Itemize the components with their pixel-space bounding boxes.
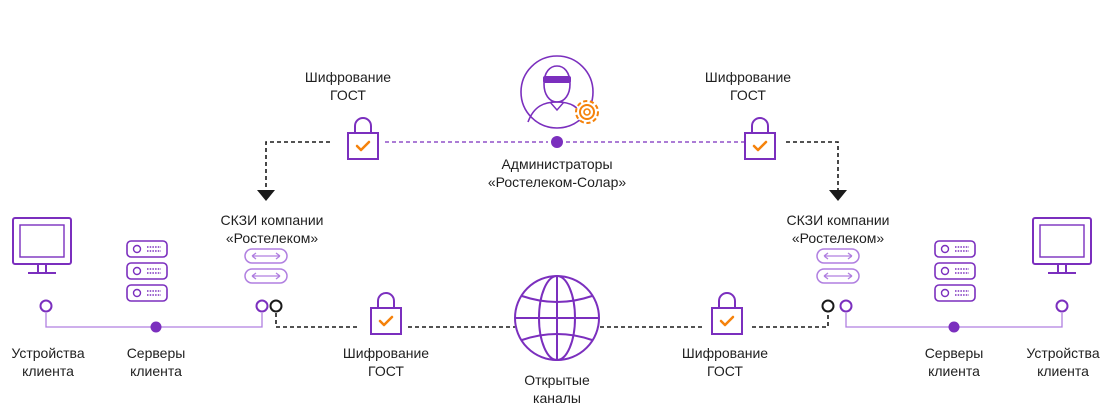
local-network-right — [839, 299, 1069, 333]
servers-label-right: Серверы клиента — [924, 345, 984, 379]
skzi-feed-right — [786, 141, 847, 201]
skzi-feed-left — [257, 141, 330, 201]
gear-icon — [575, 100, 599, 124]
arrows-left-right-icon — [816, 248, 860, 264]
encryption-label-top-left: Шифрование ГОСТ — [304, 69, 392, 103]
servers-label-left: Серверы клиента — [126, 345, 186, 379]
encryption-label-bottom-right: Шифрование ГОСТ — [681, 345, 769, 379]
devices-label-right: Устройства клиента — [1026, 345, 1100, 379]
arrows-left-right-icon — [244, 248, 288, 264]
lock-check-icon — [710, 291, 744, 336]
server-icon — [934, 240, 976, 302]
skzi-label-left: СКЗИ компании «Ростелеком» — [220, 212, 324, 246]
lock-check-icon — [369, 291, 403, 336]
encryption-label-top-right: Шифрование ГОСТ — [704, 69, 792, 103]
arrow-down-icon — [829, 190, 847, 201]
skzi-right-icon — [816, 248, 860, 284]
local-network-left — [39, 299, 269, 333]
arrow-down-icon — [257, 190, 275, 201]
server-icon — [126, 240, 168, 302]
skzi-label-right: СКЗИ компании «Ростелеком» — [786, 212, 890, 246]
skzi-left-icon — [244, 248, 288, 284]
admins-label: Администраторы «Ростелеком-Солар» — [487, 156, 627, 190]
open-channels-label: Открытые каналы — [524, 372, 590, 406]
arrows-left-right-icon — [244, 268, 288, 284]
lock-check-icon — [743, 116, 777, 161]
admin-hub-dot — [551, 136, 563, 148]
globe-icon — [514, 275, 600, 361]
monitor-icon — [12, 217, 72, 274]
open-channel-line — [269, 299, 835, 328]
arrows-left-right-icon — [816, 268, 860, 284]
devices-label-left: Устройства клиента — [11, 345, 85, 379]
monitor-icon — [1032, 217, 1092, 274]
lock-check-icon — [346, 116, 380, 161]
encryption-label-bottom-left: Шифрование ГОСТ — [342, 345, 430, 379]
